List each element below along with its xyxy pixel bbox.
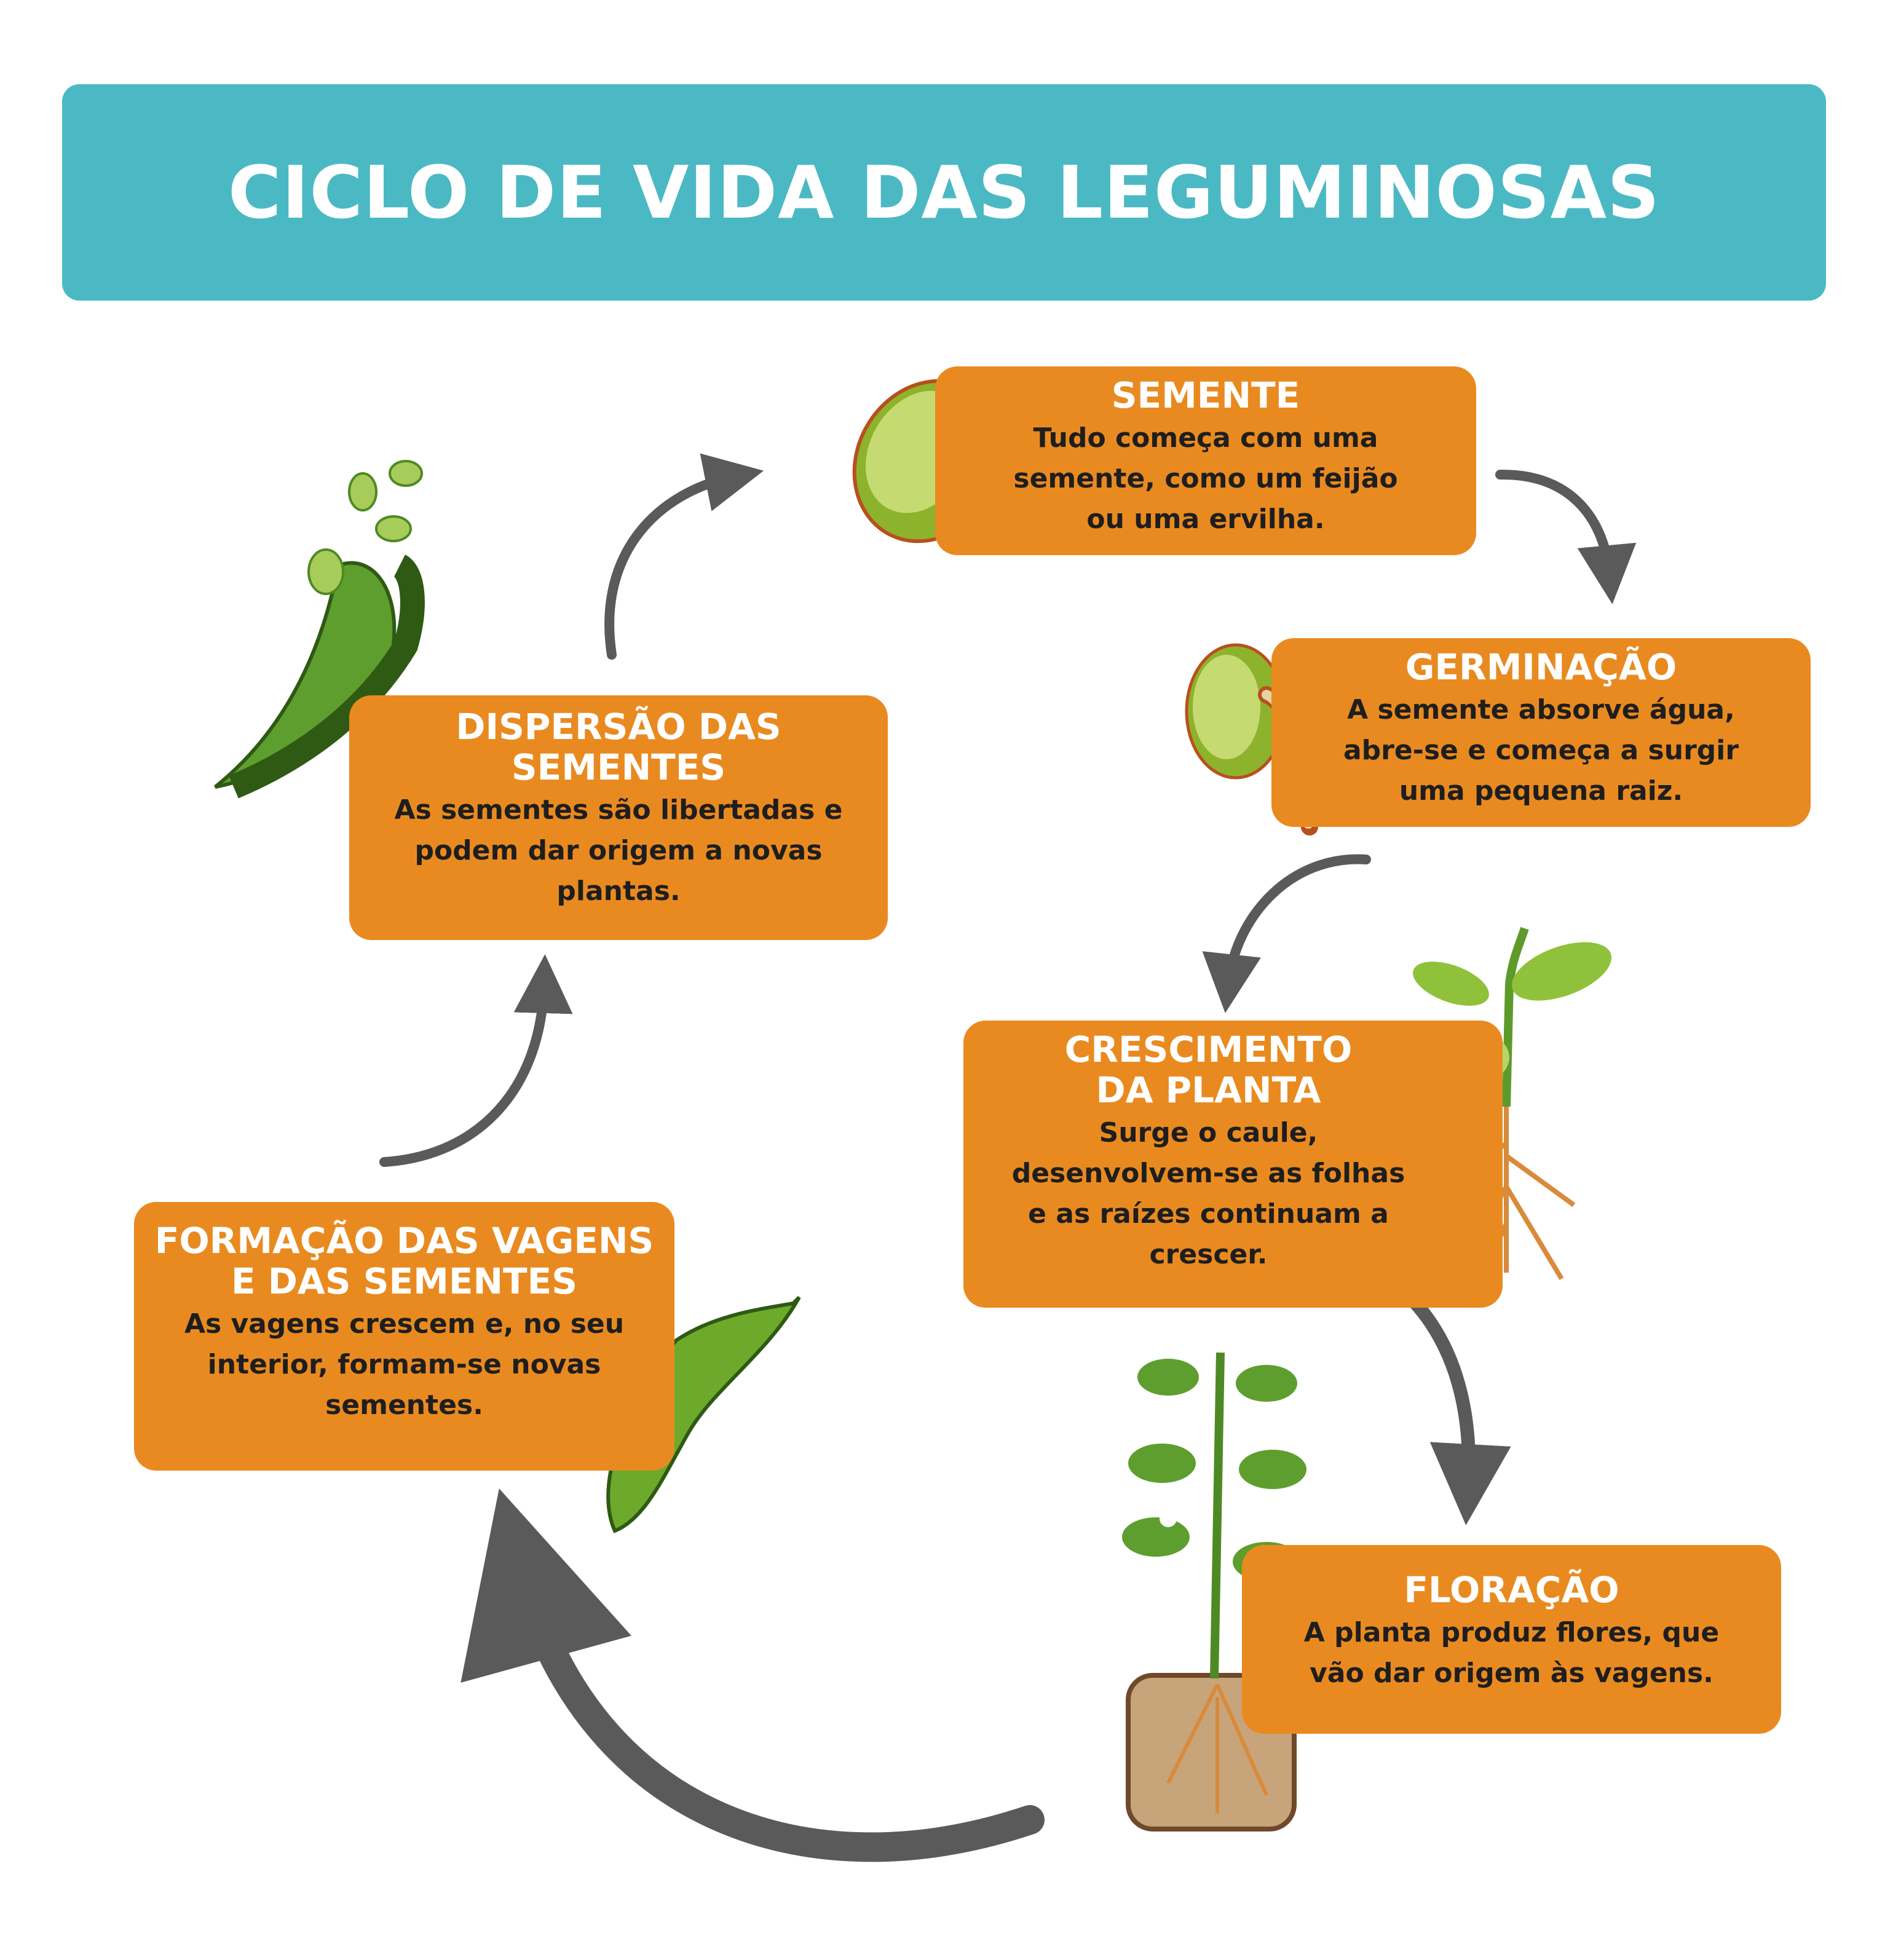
page-title: CICLO DE VIDA DAS LEGUMINOSAS (227, 150, 1661, 235)
open-pod-illustration (214, 460, 425, 799)
stage-heading: SEMENTE (1111, 374, 1300, 416)
stage-heading: GERMINAÇÃO (1405, 646, 1677, 688)
arrow-formacao-to-dispersao (379, 954, 573, 1167)
arrow-germinacao-to-crescimento (1202, 854, 1371, 1013)
arrow-semente-to-germinacao (1495, 469, 1637, 604)
stage-germinacao: GERMINAÇÃO A semente absorve água,abre-s… (1271, 638, 1811, 827)
stage-description: A semente absorve água,abre-se e começa … (1343, 694, 1739, 807)
title-banner: CICLO DE VIDA DAS LEGUMINOSAS (62, 84, 1826, 301)
arrow-dispersao-to-semente (604, 453, 764, 660)
arrow-floracao-to-formacao (460, 1488, 1045, 1862)
stage-heading: FLORAÇÃO (1404, 1569, 1619, 1611)
